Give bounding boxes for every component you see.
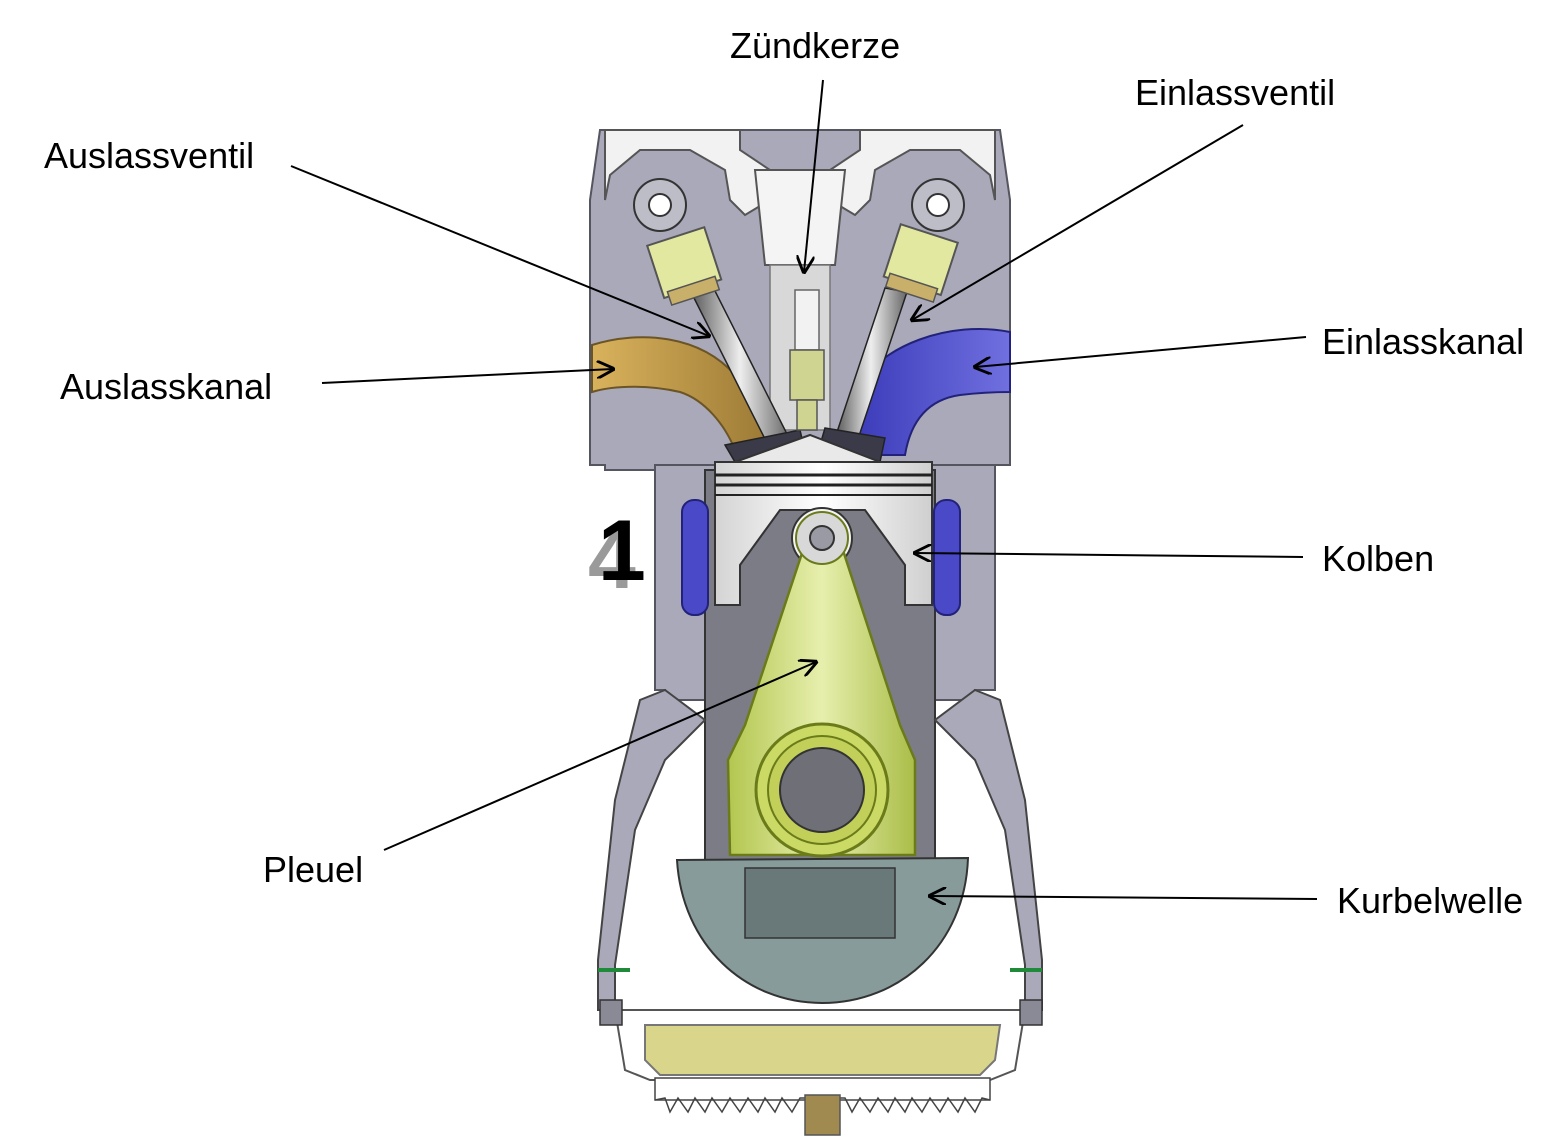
leader-einlasskanal bbox=[975, 336, 1307, 367]
stroke-number-ghost: 4 bbox=[588, 511, 636, 607]
stroke-number-current: 1 bbox=[598, 503, 646, 599]
label-pleuel: Pleuel bbox=[263, 849, 364, 890]
label-kurbelwelle: Kurbelwelle bbox=[1337, 880, 1524, 921]
label-einlasskanal: Einlasskanal bbox=[1322, 321, 1525, 362]
spark-plug bbox=[789, 289, 825, 431]
label-auslassventil: Auslassventil bbox=[44, 135, 255, 176]
leader-lines bbox=[290, 79, 1318, 899]
leader-zuendkerze bbox=[804, 79, 824, 272]
label-auslasskanal: Auslasskanal bbox=[60, 366, 273, 407]
leader-kurbelwelle bbox=[930, 896, 1318, 899]
leader-auslasskanal bbox=[321, 369, 613, 384]
label-kolben: Kolben bbox=[1322, 538, 1435, 579]
rocker-pivot-left bbox=[633, 178, 687, 232]
connecting-rod bbox=[726, 511, 917, 858]
leader-kolben bbox=[915, 553, 1304, 557]
exhaust-valve bbox=[645, 225, 806, 463]
label-einlassventil: Einlassventil bbox=[1135, 72, 1336, 113]
crankshaft bbox=[675, 856, 970, 1005]
leader-pleuel bbox=[383, 662, 816, 851]
label-zuendkerze: Zündkerze bbox=[730, 25, 901, 66]
oil-pan bbox=[599, 999, 1043, 1136]
leader-auslassventil bbox=[290, 165, 709, 336]
leader-einlassventil bbox=[912, 124, 1244, 320]
rocker-pivot-right bbox=[911, 178, 965, 232]
